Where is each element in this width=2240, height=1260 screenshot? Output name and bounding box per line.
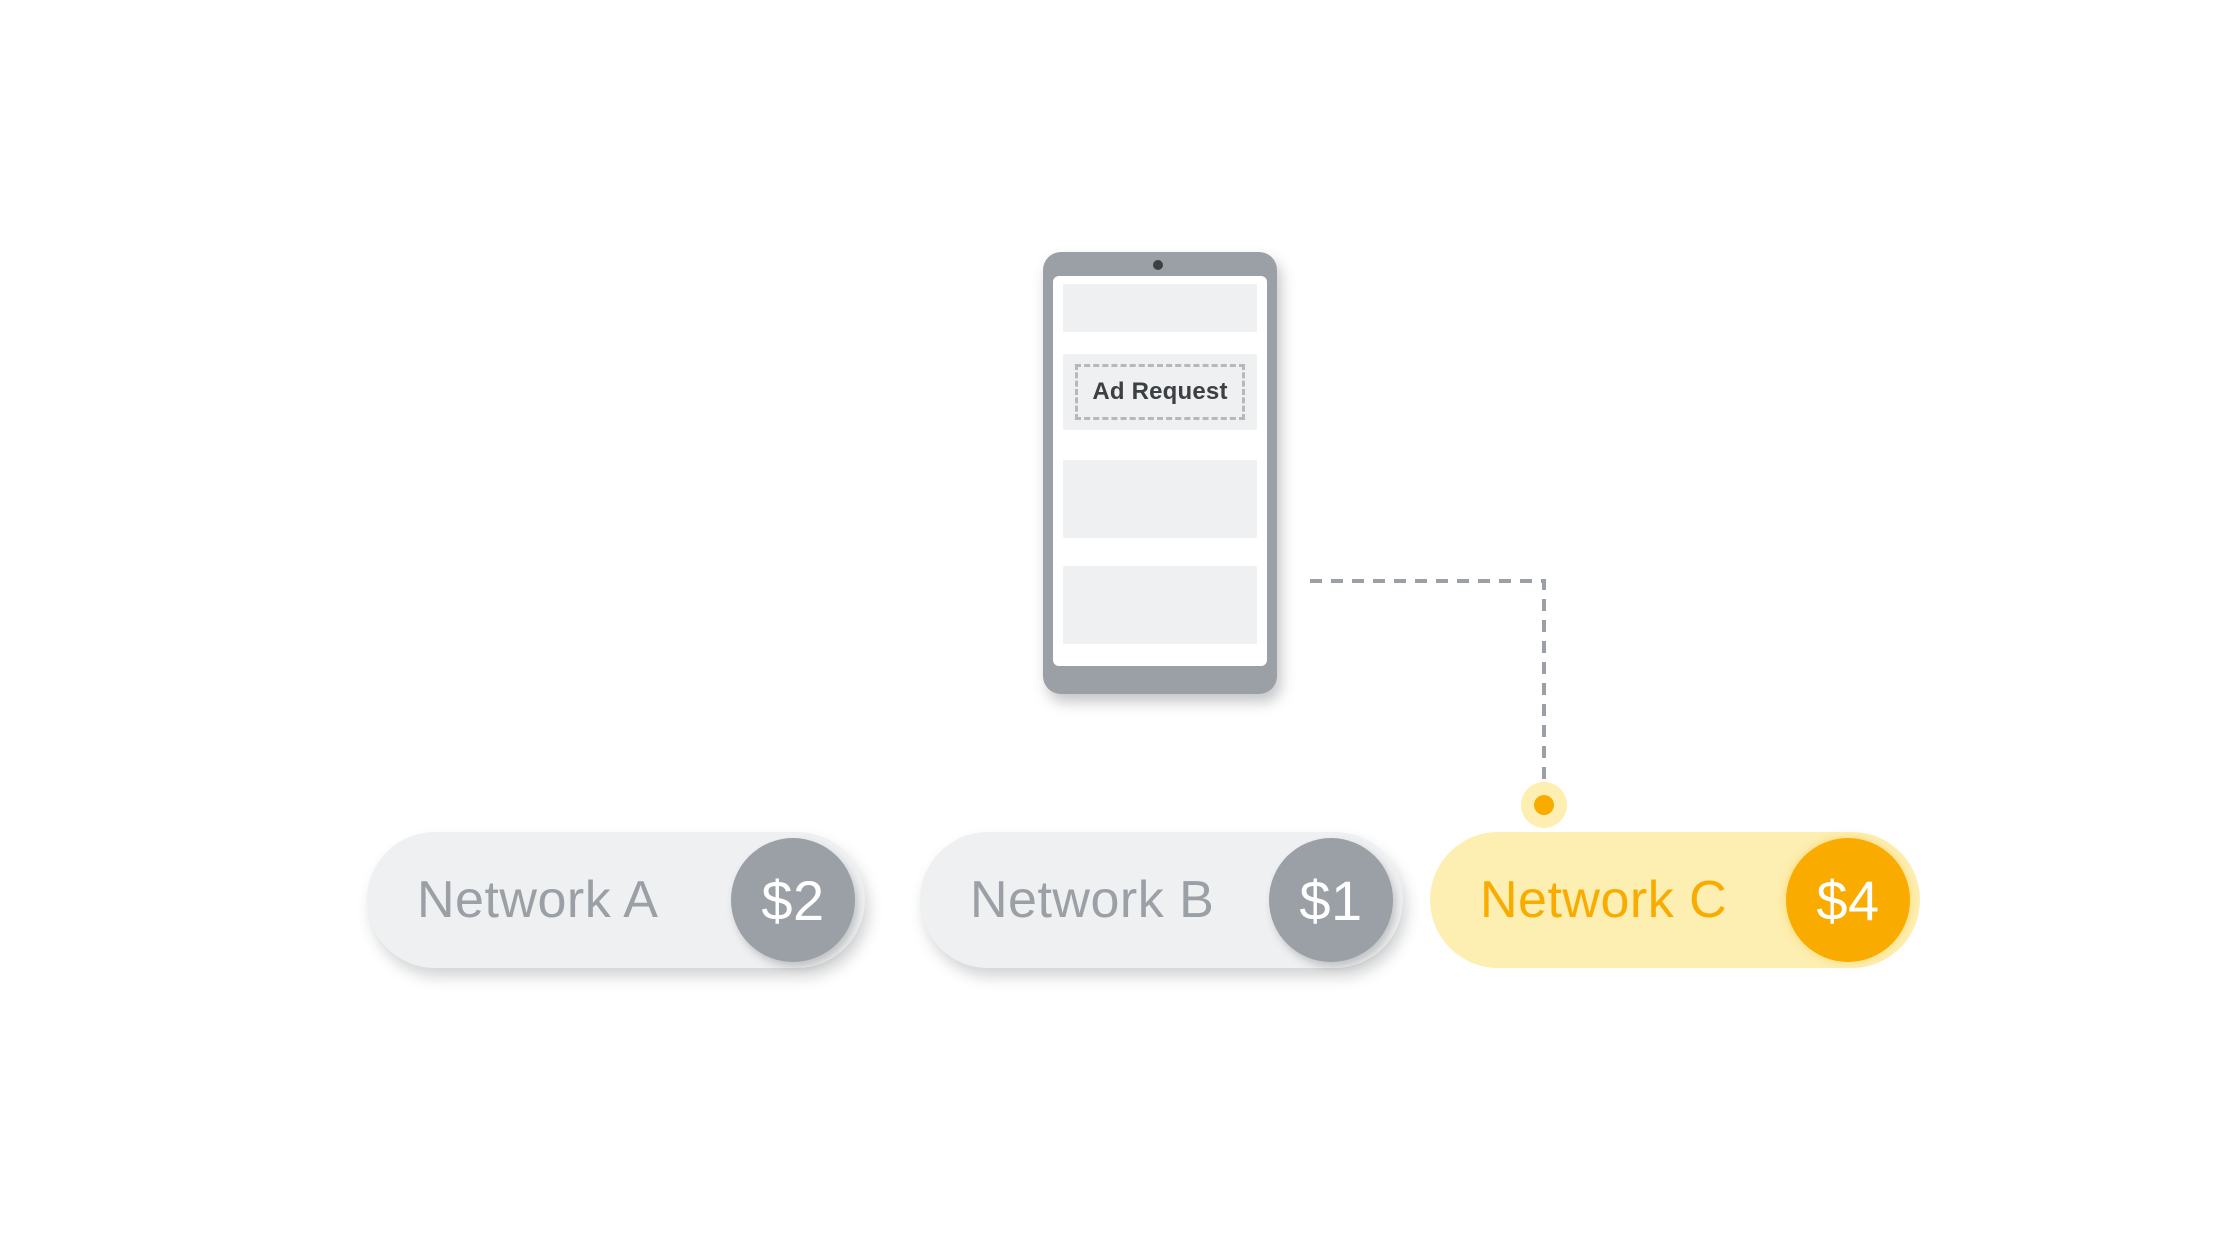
network-pill-c-selected: Network C $4 bbox=[1430, 832, 1920, 968]
connector-dot bbox=[1534, 795, 1554, 815]
network-price-badge: $2 bbox=[731, 838, 855, 962]
screen-header-block bbox=[1063, 284, 1257, 332]
ad-request-label: Ad Request bbox=[1075, 364, 1245, 420]
network-pill-b: Network B $1 bbox=[920, 832, 1403, 968]
phone-screen: Ad Request bbox=[1053, 276, 1267, 666]
network-price-badge: $4 bbox=[1786, 838, 1910, 962]
screen-content-block bbox=[1063, 460, 1257, 538]
network-price-badge: $1 bbox=[1269, 838, 1393, 962]
screen-content-block bbox=[1063, 566, 1257, 644]
network-name: Network C bbox=[1480, 871, 1728, 929]
network-name: Network B bbox=[970, 871, 1215, 929]
phone-camera bbox=[1153, 260, 1163, 270]
connector-dot-halo bbox=[1521, 782, 1567, 828]
phone-illustration: Ad Request bbox=[1043, 252, 1277, 694]
network-pill-a: Network A $2 bbox=[367, 832, 865, 968]
ad-slot-block: Ad Request bbox=[1063, 354, 1257, 430]
dashed-connector-path bbox=[1310, 579, 1546, 782]
network-name: Network A bbox=[417, 871, 659, 929]
